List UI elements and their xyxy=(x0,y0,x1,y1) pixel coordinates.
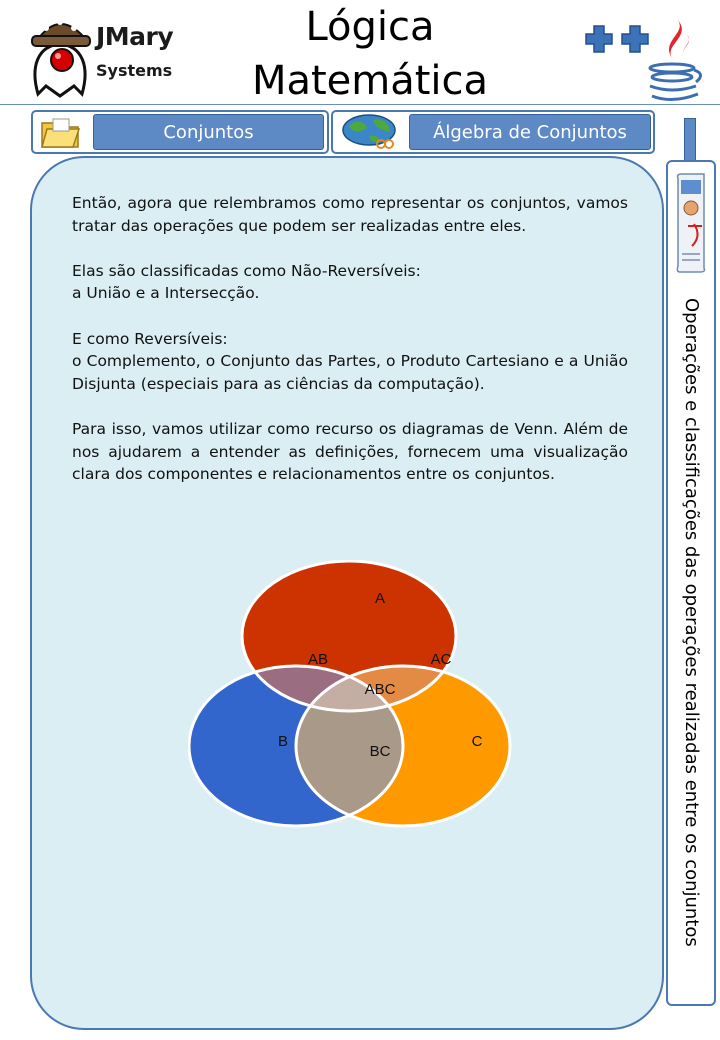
paragraph-venn: Para isso, vamos utilizar como recurso o… xyxy=(72,419,628,484)
tab-algebra-label[interactable]: Álgebra de Conjuntos xyxy=(409,114,651,150)
venn-label-a: A xyxy=(375,590,385,607)
folder-icon xyxy=(41,118,81,148)
header-divider xyxy=(0,104,720,105)
venn-label-c: C xyxy=(472,733,483,750)
venn-label-ab: AB xyxy=(308,651,328,668)
venn-label-bc: BC xyxy=(370,743,391,760)
side-panel: Operações e classificações das operações… xyxy=(666,160,716,1006)
globe-icon xyxy=(342,114,396,149)
venn-diagram: A AB AC ABC B C BC xyxy=(188,560,512,828)
jmary-logo xyxy=(31,19,91,98)
paragraph-reversible: E como Reversíveis: o Complemento, o Con… xyxy=(72,329,628,393)
venn-label-b: B xyxy=(278,733,288,750)
paragraph-intro: Então, agora que relembramos como repres… xyxy=(72,194,628,235)
plus-plus-icon xyxy=(585,25,649,53)
logo-text-systems: Systems xyxy=(96,61,173,80)
venn-label-ac: AC xyxy=(431,651,452,668)
body-text: Então, agora que relembramos como repres… xyxy=(72,192,628,508)
page-title-line-2: Matemática xyxy=(251,58,489,104)
venn-label-abc: ABC xyxy=(365,681,396,698)
newspaper-icon xyxy=(676,173,706,273)
java-logo-icon xyxy=(648,18,702,101)
paragraph-non-reversible: Elas são classificadas como Não-Reversív… xyxy=(72,261,421,303)
tab-conjuntos[interactable]: Conjuntos xyxy=(31,110,329,154)
page-title-line-1: Lógica xyxy=(305,4,435,50)
content-card: Então, agora que relembramos como repres… xyxy=(30,156,664,1030)
tab-algebra-de-conjuntos[interactable]: Álgebra de Conjuntos xyxy=(331,110,655,154)
venn-region-abc xyxy=(296,666,403,711)
side-panel-connector xyxy=(684,118,696,166)
logo-text-jmary: JMary xyxy=(96,22,174,51)
tab-conjuntos-label[interactable]: Conjuntos xyxy=(93,114,324,150)
side-panel-title: Operações e classificações das operações… xyxy=(681,298,702,947)
